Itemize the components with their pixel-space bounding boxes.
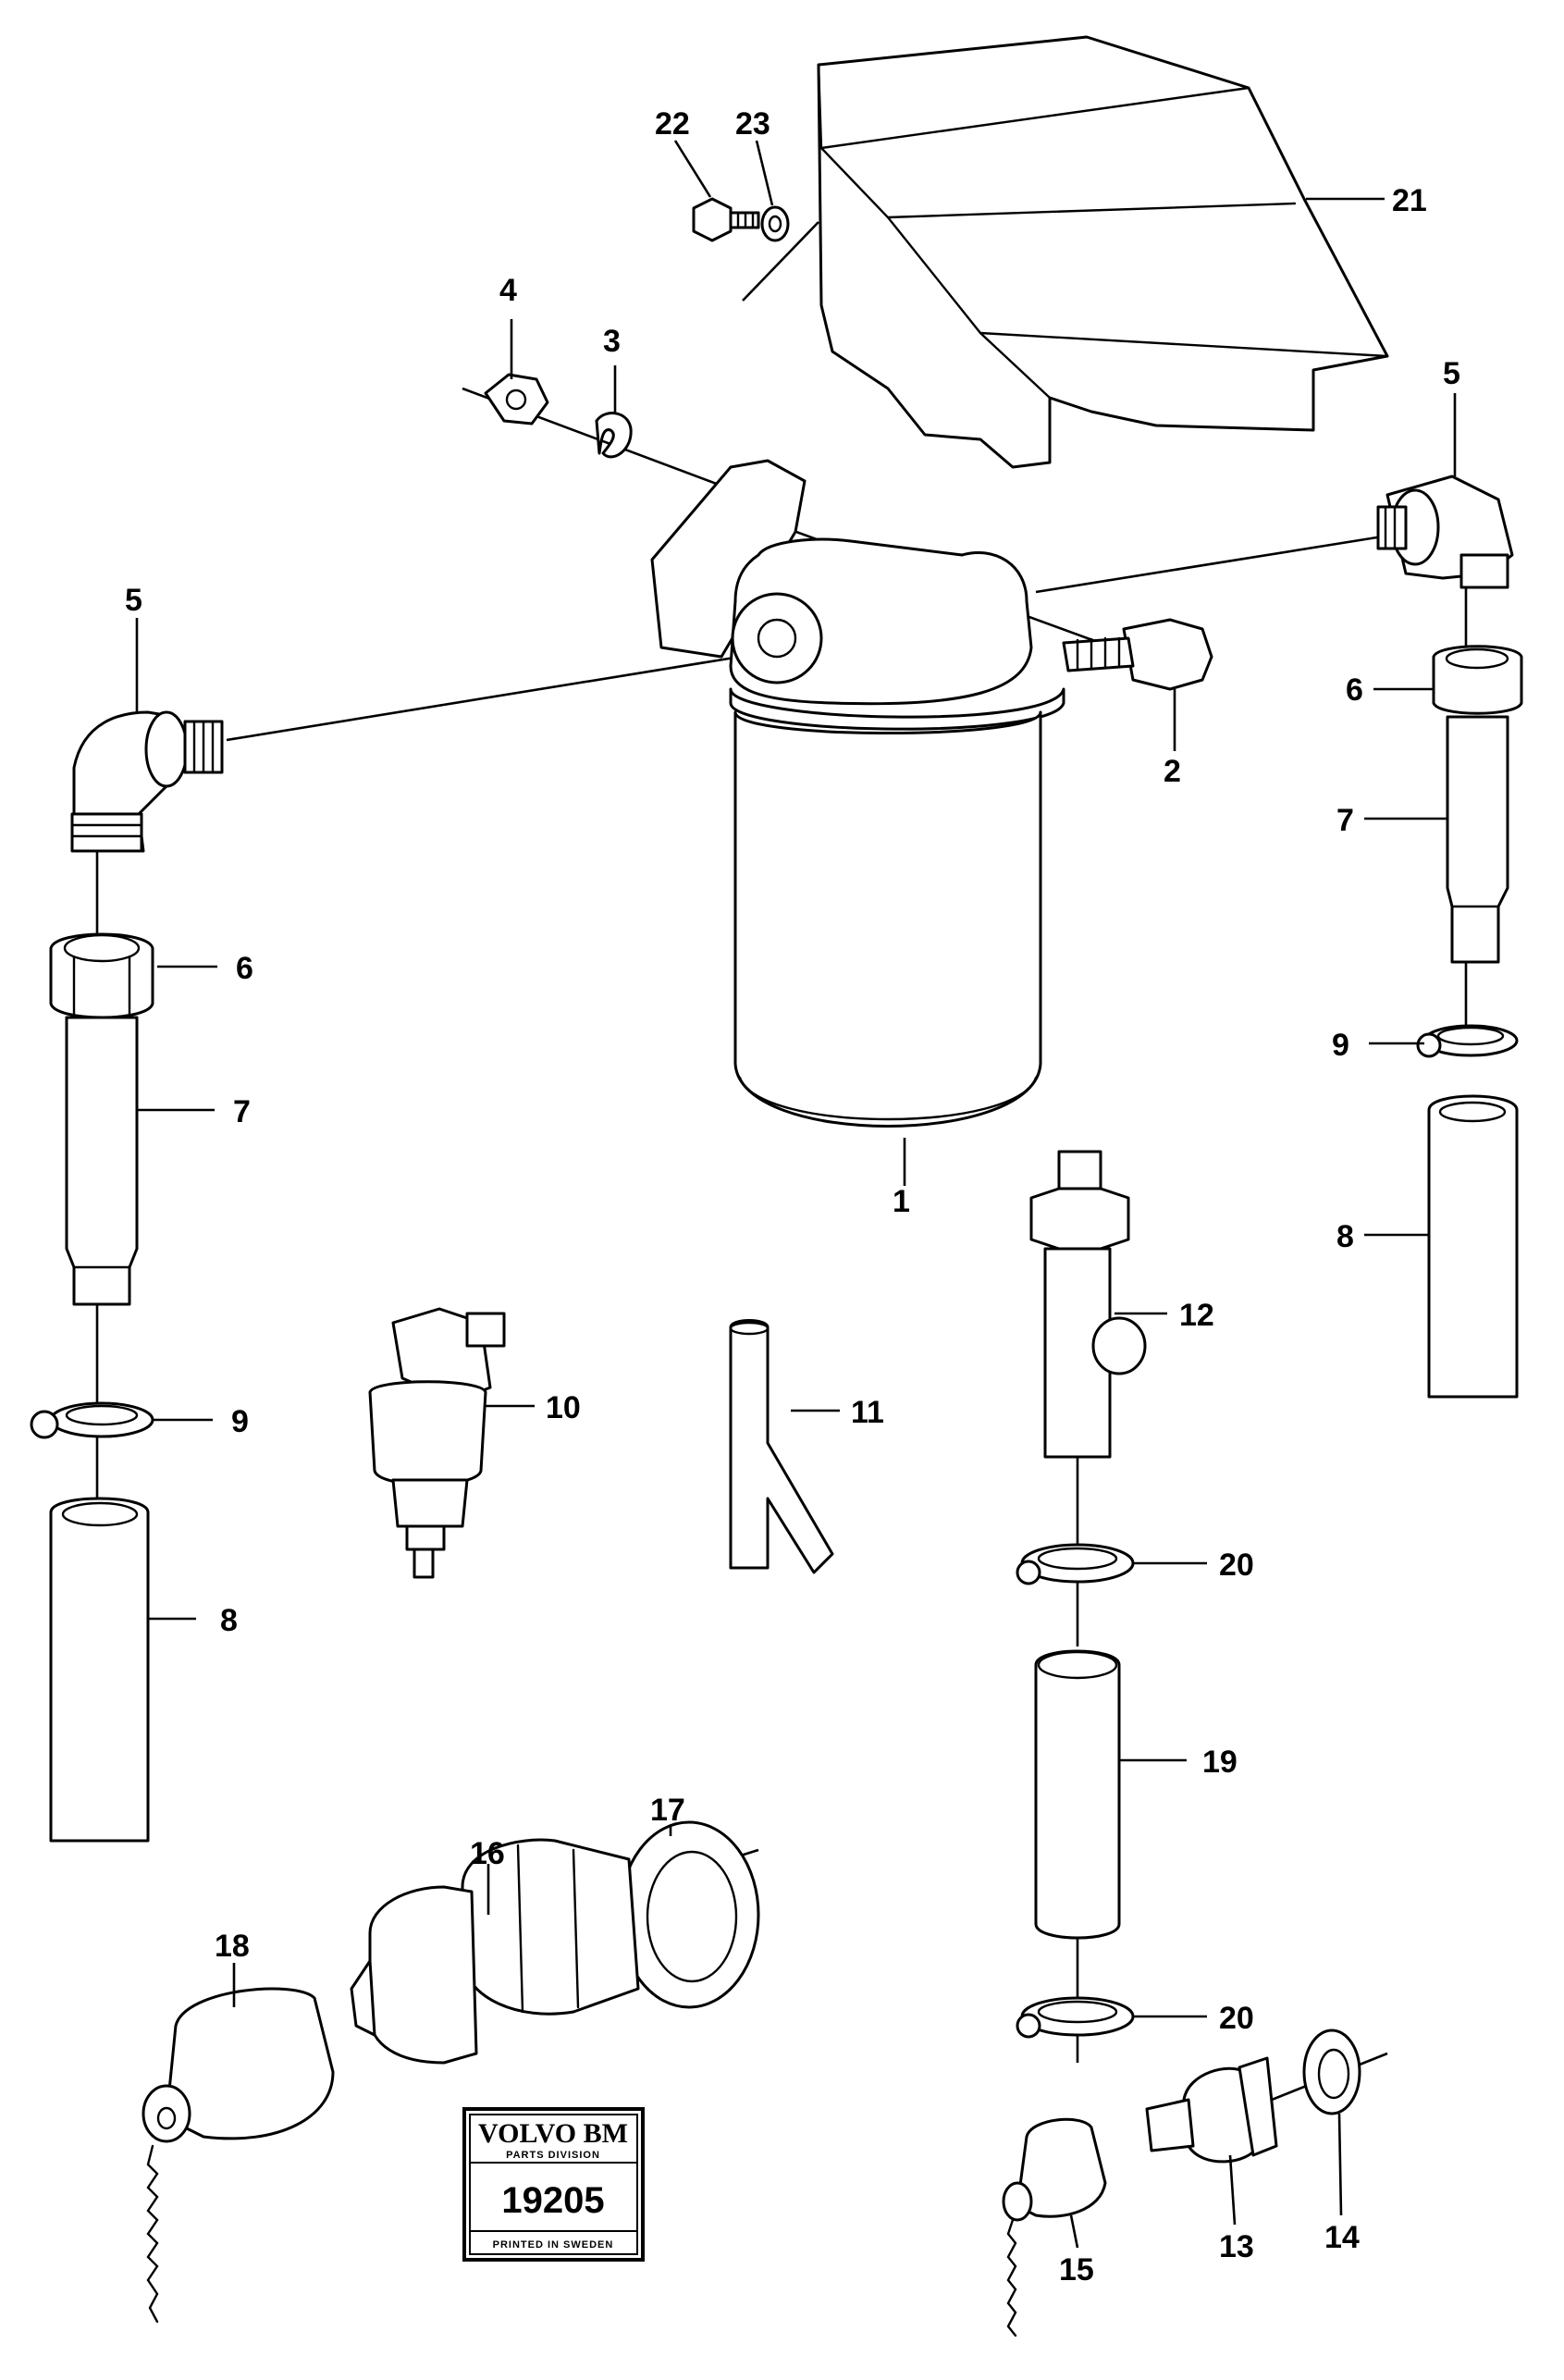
stamp-printed: PRINTED IN SWEDEN: [493, 2239, 614, 2251]
volvo-bm-stamp: VOLVO BM PARTS DIVISION 19205 PRINTED IN…: [462, 2107, 645, 2262]
hose-8-left: [49, 1497, 150, 1843]
callout-15: 15: [1059, 2252, 1094, 2288]
clamp-9-left: [30, 1401, 154, 1439]
elbow-5-left: [70, 710, 224, 853]
washer-23: [760, 205, 790, 242]
callout-20-lower: 20: [1219, 2001, 1254, 2036]
callout-4: 4: [499, 273, 517, 308]
seal-17: [618, 1820, 760, 2009]
lock-washer-3: [595, 412, 633, 459]
elbow-5-right: [1376, 475, 1514, 589]
nut-6-right: [1432, 645, 1523, 715]
tee-fitting-12: [1029, 1150, 1147, 1459]
callout-numbers: 1 2 3 4 5 5 6 6 7 7 8 8 9 9 10 11 12 13 …: [125, 106, 1460, 2288]
callout-7-right: 7: [1336, 803, 1354, 838]
cap-18: [142, 1987, 335, 2324]
callout-11: 11: [851, 1395, 884, 1430]
nut-4: [484, 373, 549, 425]
callout-8-left: 8: [220, 1603, 238, 1638]
tube-7-right: [1446, 715, 1509, 964]
clamp-9-right: [1416, 1024, 1519, 1058]
hose-8-right: [1427, 1094, 1519, 1399]
coupling-13: [1145, 2056, 1278, 2164]
callout-13: 13: [1219, 2229, 1254, 2264]
callout-6-right: 6: [1346, 672, 1363, 708]
callout-16: 16: [470, 1836, 505, 1871]
callout-5-right: 5: [1443, 356, 1460, 391]
callout-9-right: 9: [1332, 1028, 1349, 1063]
hose-19: [1034, 1649, 1121, 1940]
stamp-number: 19205: [501, 2180, 604, 2221]
y-pipe-11: [729, 1319, 834, 1574]
bolt-22: [692, 197, 760, 242]
filter-1: [650, 459, 1065, 1128]
stamp-division: PARTS DIVISION: [506, 2150, 600, 2161]
washer-14: [1302, 2029, 1361, 2115]
bolt-2: [1062, 618, 1213, 691]
callout-2: 2: [1164, 754, 1181, 789]
callout-17: 17: [650, 1793, 685, 1828]
coupling-16: [350, 1838, 640, 2065]
callout-22: 22: [655, 106, 690, 142]
callout-7-left: 7: [233, 1094, 251, 1129]
cap-15: [1002, 2117, 1107, 2337]
callout-6-left: 6: [236, 951, 253, 986]
nut-6-left: [49, 932, 154, 1019]
leader-lines: [135, 140, 1457, 2249]
cover-21: [817, 35, 1389, 469]
sensor-10: [368, 1307, 506, 1579]
callout-21: 21: [1392, 183, 1427, 218]
callout-12: 12: [1179, 1298, 1214, 1333]
callout-8-right: 8: [1336, 1219, 1354, 1254]
callout-5-left: 5: [125, 583, 142, 618]
tube-7-left: [65, 1016, 139, 1306]
callout-19: 19: [1202, 1745, 1238, 1780]
clamp-20-lower: [1016, 1996, 1135, 2039]
callout-10: 10: [546, 1390, 581, 1425]
callout-20-upper: 20: [1219, 1548, 1254, 1583]
stamp-brand: VOLVO BM: [478, 2118, 628, 2149]
callout-14: 14: [1324, 2220, 1360, 2255]
callout-1: 1: [893, 1184, 910, 1219]
callout-18: 18: [215, 1929, 250, 1964]
callout-9-left: 9: [231, 1404, 249, 1439]
clamp-20-upper: [1016, 1543, 1135, 1585]
callout-23: 23: [735, 106, 770, 142]
callout-3: 3: [603, 324, 621, 359]
